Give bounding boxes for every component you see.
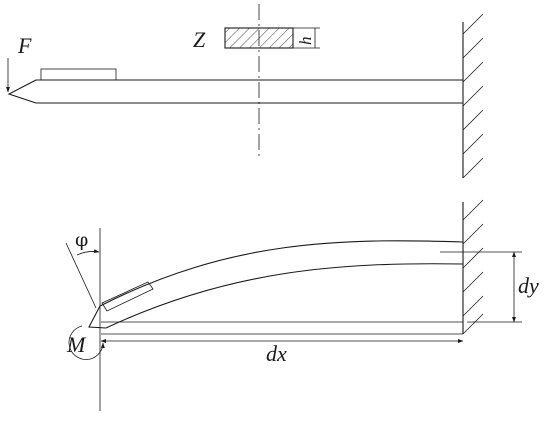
top-sensor-plate (40, 68, 117, 81)
top-view: F Z h (6, 4, 484, 179)
top-wall (462, 13, 484, 179)
dx-label: dx (266, 341, 287, 366)
dy-dimension (440, 251, 522, 323)
moment-arrow (68, 325, 105, 360)
rotated-reference-line (65, 242, 97, 309)
cross-section (224, 27, 294, 49)
angle-arc (76, 249, 100, 256)
force-label: F (17, 33, 32, 58)
bottom-view: φ M dx dy (65, 199, 539, 411)
moment-label: M (66, 332, 87, 357)
bottom-wall (462, 199, 484, 335)
dy-label: dy (518, 273, 539, 298)
deflected-beam (88, 240, 464, 329)
reference-beam (101, 321, 463, 335)
section-label: Z (193, 27, 206, 52)
bottom-sensor-plate (101, 281, 154, 312)
thickness-dimension (293, 27, 320, 49)
angle-label: φ (75, 229, 88, 251)
thickness-label: h (296, 37, 315, 46)
top-beam (7, 79, 463, 104)
